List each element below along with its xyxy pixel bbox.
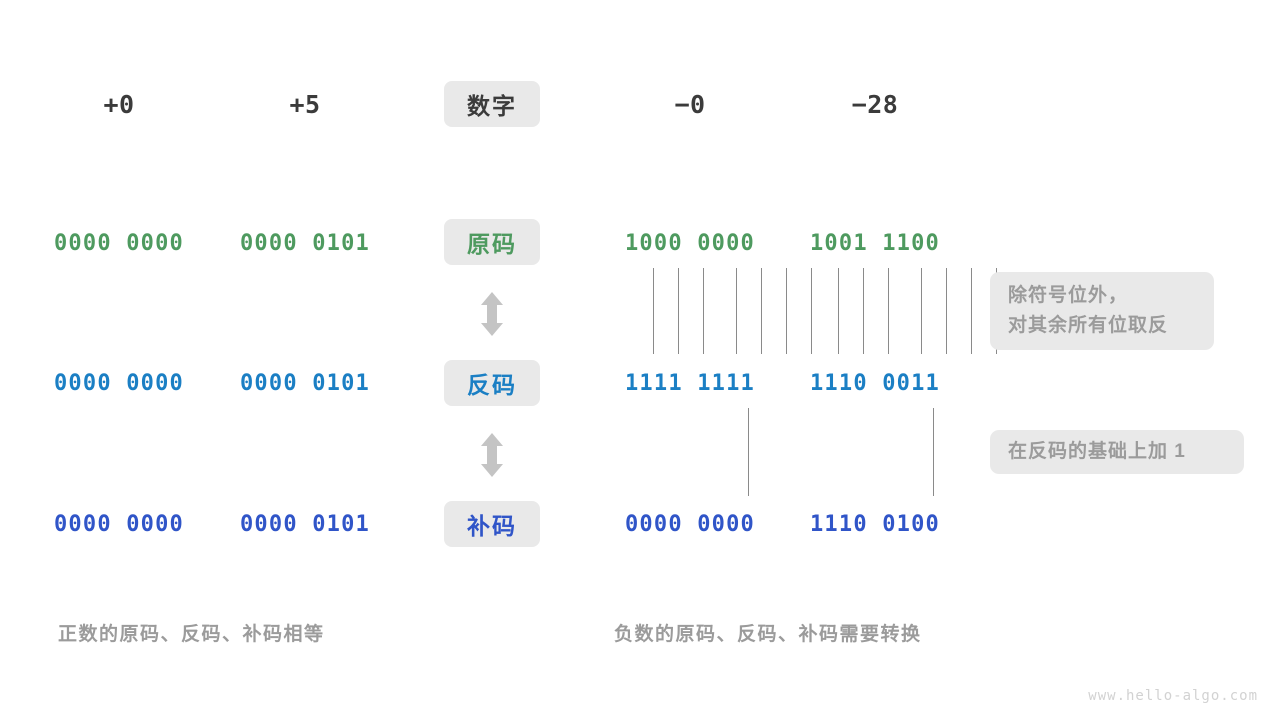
header-number-col0: +0 xyxy=(103,89,135,119)
footer-negative: 负数的原码、反码、补码需要转换 xyxy=(614,624,922,645)
bits-buma-col2: 0000 0000 xyxy=(624,511,755,537)
header-number-col3: −28 xyxy=(851,89,899,119)
bits-yuanma-col3: 1001 1100 xyxy=(809,230,940,256)
connector-neg28-bit6 xyxy=(971,268,972,354)
connector-neg28-bit2 xyxy=(863,268,864,354)
connector-neg28-bit4 xyxy=(921,268,922,354)
bits-buma-col3: 1110 0100 xyxy=(809,511,940,537)
note-invert-bits-line1: 除符号位外， xyxy=(1008,285,1129,306)
bits-yuanma-col2: 1000 0000 xyxy=(624,230,755,256)
connector-neg0-bit1 xyxy=(653,268,654,354)
bits-fanma-col1: 0000 0101 xyxy=(239,370,370,396)
connector-neg0-bit3 xyxy=(703,268,704,354)
bits-yuanma-col0: 0000 0000 xyxy=(53,230,184,256)
badge-buma: 补码 xyxy=(444,501,540,547)
header-number-col1: +5 xyxy=(289,89,321,119)
connector-neg0-bit4 xyxy=(736,268,737,354)
note-invert-bits-line2: 对其余所有位取反 xyxy=(1008,315,1169,336)
bits-fanma-col0: 0000 0000 xyxy=(53,370,184,396)
bits-buma-col1: 0000 0101 xyxy=(239,511,370,537)
connector-neg0-bit5 xyxy=(761,268,762,354)
bits-fanma-col3: 1110 0011 xyxy=(809,370,940,396)
double-arrow-yuanma-fanma xyxy=(478,291,506,337)
connector-carry-neg28 xyxy=(933,408,934,496)
connector-neg0-bit2 xyxy=(678,268,679,354)
bits-yuanma-col1: 0000 0101 xyxy=(239,230,370,256)
connector-neg28-bit5 xyxy=(946,268,947,354)
connector-neg28-bit1 xyxy=(838,268,839,354)
badge-fanma: 反码 xyxy=(444,360,540,406)
watermark: www.hello-algo.com xyxy=(1088,688,1258,704)
connector-neg0-bit6 xyxy=(786,268,787,354)
footer-positive: 正数的原码、反码、补码相等 xyxy=(58,624,325,645)
double-arrow-fanma-buma xyxy=(478,432,506,478)
note-add-one-line1: 在反码的基础上加 1 xyxy=(1008,441,1186,462)
connector-neg0-bit7 xyxy=(811,268,812,354)
note-add-one: 在反码的基础上加 1 xyxy=(990,430,1244,474)
connector-neg28-bit3 xyxy=(888,268,889,354)
badge-shuzi: 数字 xyxy=(444,81,540,127)
note-invert-bits: 除符号位外， 对其余所有位取反 xyxy=(990,272,1214,350)
bits-buma-col0: 0000 0000 xyxy=(53,511,184,537)
bits-fanma-col2: 1111 1111 xyxy=(624,370,755,396)
badge-yuanma: 原码 xyxy=(444,219,540,265)
header-number-col2: −0 xyxy=(674,89,706,119)
connector-carry-neg0 xyxy=(748,408,749,496)
